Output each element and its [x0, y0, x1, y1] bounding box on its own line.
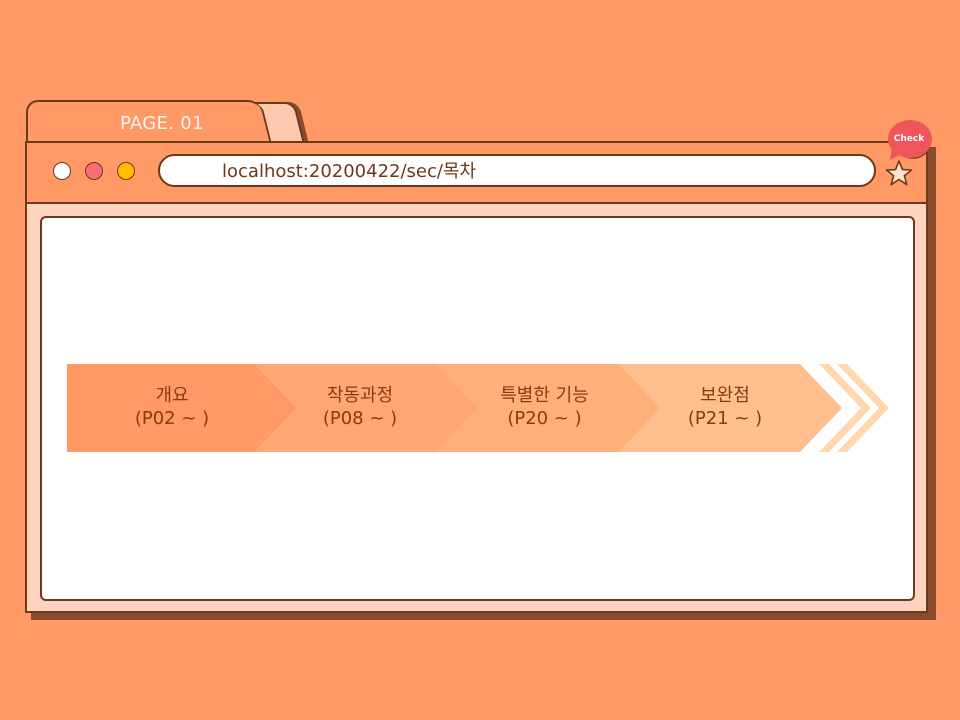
- title-bar: localhost:20200422/sec/목차: [27, 143, 926, 204]
- step-2-title: 작동과정: [326, 385, 394, 406]
- step-1-title: 개요: [155, 385, 189, 406]
- check-label: Check: [893, 134, 925, 144]
- step-3-title: 특별한 기능: [500, 385, 589, 406]
- step-1-arrow: [67, 364, 297, 452]
- chevron-1-icon: [819, 364, 871, 452]
- toc-step-1[interactable]: 개요 (P02 ~ ): [97, 384, 247, 430]
- tab-page[interactable]: [26, 100, 262, 146]
- step-3-arrow: [437, 364, 661, 452]
- toc-arrows: [67, 364, 889, 452]
- tab-title: PAGE. 01: [120, 113, 204, 134]
- check-badge[interactable]: Check: [886, 120, 932, 162]
- step-2-arrow: [255, 364, 479, 452]
- toc-step-4[interactable]: 보완점 (P21 ~ ): [650, 384, 800, 430]
- minimize-dot[interactable]: [85, 162, 103, 180]
- toc-step-3[interactable]: 특별한 기능 (P20 ~ ): [467, 384, 622, 430]
- address-bar[interactable]: localhost:20200422/sec/목차: [158, 154, 876, 187]
- close-dot[interactable]: [53, 162, 71, 180]
- step-4-title: 보완점: [700, 385, 750, 406]
- star-icon[interactable]: [885, 159, 913, 187]
- step-4-pages: (P21 ~ ): [687, 408, 763, 429]
- chevron-2-icon: [837, 364, 889, 452]
- step-1-pages: (P02 ~ ): [134, 408, 210, 429]
- toc-flow: 개요 (P02 ~ ) 작동과정 (P08 ~ ) 특별한 기능 (P20 ~ …: [67, 364, 897, 452]
- toc-step-2[interactable]: 작동과정 (P08 ~ ): [285, 384, 435, 430]
- maximize-dot[interactable]: [117, 162, 135, 180]
- step-4-arrow: [619, 364, 842, 452]
- url-text: localhost:20200422/sec/목차: [222, 161, 477, 182]
- step-3-pages: (P20 ~ ): [507, 408, 582, 429]
- speech-bubble-icon: [888, 120, 932, 160]
- step-2-pages: (P08 ~ ): [322, 408, 398, 429]
